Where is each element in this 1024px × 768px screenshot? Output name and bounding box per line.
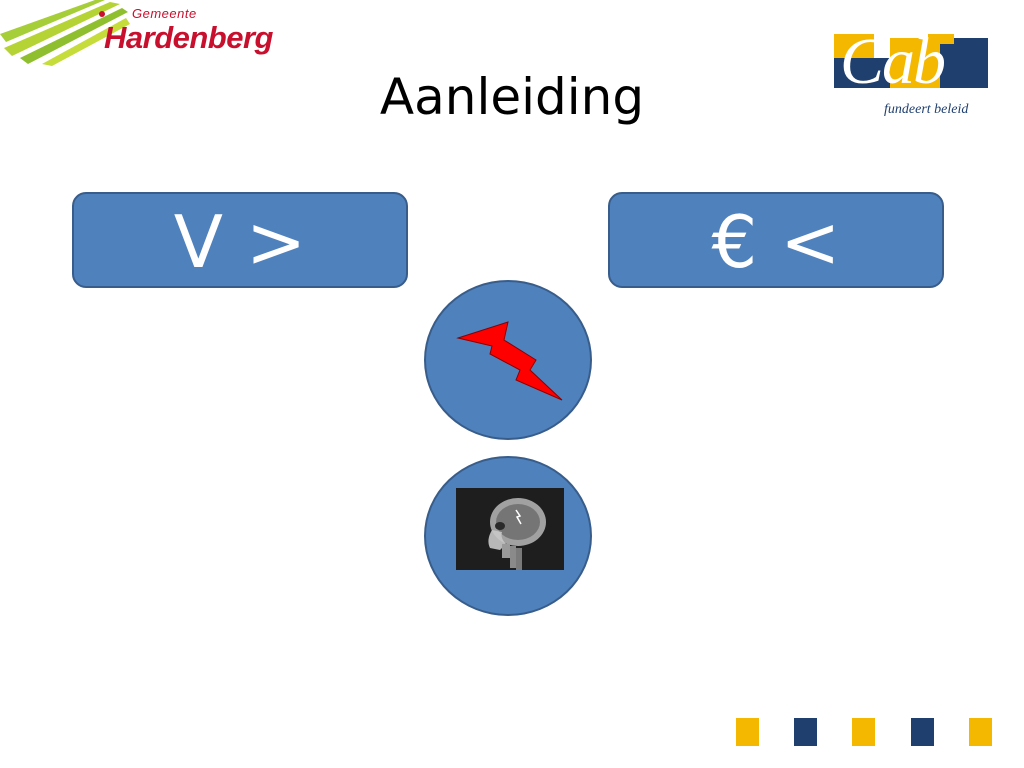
slide-title: Aanleiding bbox=[379, 68, 645, 126]
footer-square-2 bbox=[794, 718, 817, 746]
circle-conflict bbox=[424, 280, 592, 440]
footer-square-5 bbox=[969, 718, 992, 746]
hardenberg-logo: Gemeente Hardenberg bbox=[0, 0, 280, 68]
box-budget-decrease: € < bbox=[608, 192, 944, 288]
hardenberg-wordmark: Hardenberg bbox=[104, 20, 273, 55]
cab-letters: Cab bbox=[840, 25, 946, 98]
cab-logo: Cab fundeert beleid bbox=[832, 25, 990, 124]
footer-square-4 bbox=[911, 718, 934, 746]
box-volume-increase: V > bbox=[72, 192, 408, 288]
skull-xray-icon bbox=[456, 488, 564, 570]
skull-xray-image bbox=[456, 488, 564, 570]
footer-square-3 bbox=[852, 718, 875, 746]
gemeente-label: Gemeente bbox=[132, 6, 197, 21]
footer-square-1 bbox=[736, 718, 759, 746]
cab-logo-mark-icon bbox=[834, 34, 988, 88]
hardenberg-stripes-icon bbox=[0, 0, 130, 66]
circle-headache bbox=[424, 456, 592, 616]
lightning-icon bbox=[456, 321, 563, 401]
cab-tagline: fundeert beleid bbox=[884, 102, 969, 117]
